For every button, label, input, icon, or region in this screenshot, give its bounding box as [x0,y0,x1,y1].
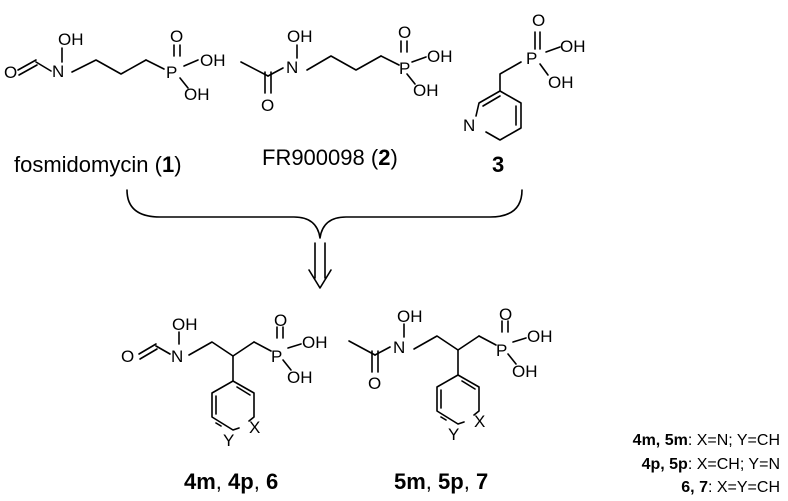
structure-product-5-7: O N OH P O OH OH X Y [348,305,553,444]
legend-row: 4p, 5p: X=CH; Y=N [642,456,780,473]
atom-OH: OH [512,362,538,381]
substituent-legend: 4m, 5m: X=N; Y=CH 4p, 5p: X=CH; Y=N 6, 7… [633,432,780,496]
atom-X: X [249,418,260,437]
atom-N: N [463,116,475,135]
atom-OH: OH [200,51,226,70]
atom-O: O [532,11,545,30]
atom-OH: OH [302,333,328,352]
atom-O: O [368,374,381,393]
atom-P: P [399,59,410,78]
atom-X: X [474,412,485,431]
atom-OH: OH [548,73,574,92]
atom-OH: OH [527,327,553,346]
compound-caption-1: fosmidomycin (1) [14,152,182,177]
atom-O: O [4,63,17,82]
atom-Y: Y [223,431,234,450]
atom-Y: Y [448,425,459,444]
atom-OH: OH [287,27,313,46]
structure-fosmidomycin: O N OH P O OH OH [4,27,226,104]
atom-OH: OH [413,81,439,100]
atom-OH: OH [287,368,313,387]
legend-row: 6, 7: X=Y=CH [681,479,780,496]
compound-caption-series-5: 5m, 5p, 7 [394,469,488,494]
atom-N: N [52,62,64,81]
atom-O: O [170,27,183,46]
atom-O: O [121,347,134,366]
atom-P: P [166,63,177,82]
atom-N: N [393,338,405,357]
atom-O: O [261,96,274,115]
compound-caption-3: 3 [492,152,504,177]
structure-compound-3: N P O OH OH [463,11,586,141]
structure-fr900098: O N OH P O OH OH [240,23,453,115]
legend-row: 4m, 5m: X=N; Y=CH [633,432,780,449]
structure-product-4-6: O N OH P O OH OH X Y [121,311,328,450]
atom-OH: OH [58,30,84,49]
compound-caption-2: FR900098 (2) [262,145,398,170]
atom-P: P [526,49,537,68]
merge-brace [126,189,523,239]
atom-O: O [398,23,411,42]
atom-O: O [499,305,512,324]
atom-N: N [171,347,183,366]
atom-OH: OH [427,47,453,66]
retrosynthetic-arrow [308,242,332,289]
atom-OH: OH [172,315,198,334]
atom-OH: OH [560,37,586,56]
compound-caption-series-4: 4m, 4p, 6 [184,469,278,494]
atom-N: N [286,58,298,77]
atom-O: O [274,311,287,330]
atom-P: P [496,341,507,360]
atom-OH: OH [184,85,210,104]
atom-P: P [271,347,282,366]
atom-OH: OH [397,307,423,326]
